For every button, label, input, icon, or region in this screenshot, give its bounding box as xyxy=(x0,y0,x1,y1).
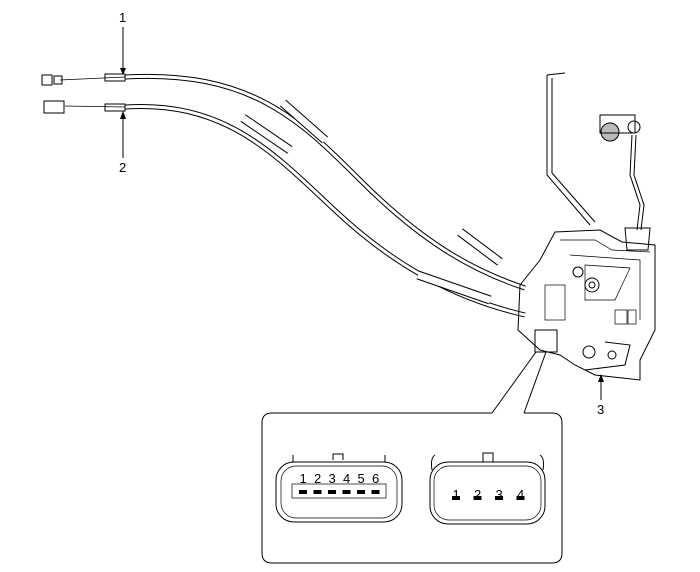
pin-terminal xyxy=(328,490,336,494)
callout-1: 1 xyxy=(119,10,126,75)
key-cylinder-rod xyxy=(599,114,651,251)
pin-number: 3 xyxy=(329,471,336,486)
pin-number: 3 xyxy=(496,487,503,502)
pin-terminal xyxy=(495,496,503,500)
connector-detail-box xyxy=(261,351,563,564)
pin-number: 1 xyxy=(453,487,460,502)
pin-terminal xyxy=(473,496,482,500)
callout-label-1: 1 xyxy=(119,10,126,25)
upper-cable xyxy=(41,73,526,291)
pin-number: 4 xyxy=(343,471,350,486)
pin-number: 2 xyxy=(474,487,481,502)
lower-cable xyxy=(43,100,526,318)
pin-terminal xyxy=(342,490,351,494)
pin-number: 1 xyxy=(300,471,307,486)
callout-label-2: 2 xyxy=(119,160,126,175)
callout-2: 2 xyxy=(119,111,126,175)
pin-terminal xyxy=(313,490,322,494)
door-latch-assembly xyxy=(517,229,656,381)
outside-handle-rod xyxy=(546,72,596,226)
pin-number: 5 xyxy=(358,471,365,486)
pin-number: 6 xyxy=(372,471,379,486)
pin-number: 4 xyxy=(517,487,524,502)
pin-terminal xyxy=(299,490,307,494)
pin-terminal xyxy=(516,496,525,500)
pin-terminal xyxy=(371,490,380,494)
pin-terminal xyxy=(357,490,365,494)
callout-3: 3 xyxy=(597,374,604,417)
callout-label-3: 3 xyxy=(597,402,604,417)
pin-terminal xyxy=(452,496,460,500)
pin-number: 2 xyxy=(314,471,321,486)
